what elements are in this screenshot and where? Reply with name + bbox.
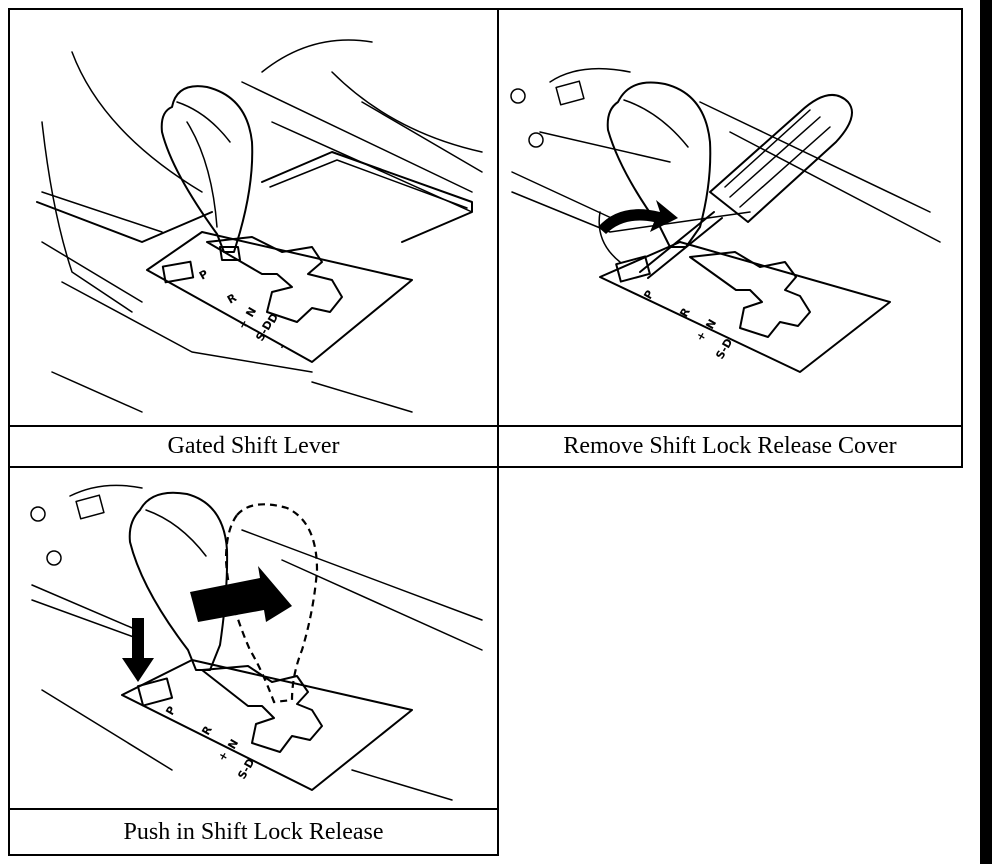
gate-label-n: N (703, 317, 719, 331)
page-edge (980, 0, 992, 864)
table-divider (8, 425, 963, 427)
illustration-remove-cover: P R + N S-D (500, 12, 960, 424)
gate-label-p: P (197, 267, 210, 282)
gate-label-p: P (641, 288, 656, 301)
table-divider (497, 8, 499, 468)
caption-push-release: Push in Shift Lock Release (123, 818, 384, 845)
gate-label-n: N (225, 737, 241, 751)
illustration-push-release: P R + N S-D (12, 470, 496, 806)
gate-label-r: R (677, 305, 693, 319)
caption-gated-shift-lever: Gated Shift Lever (167, 432, 340, 459)
gate-label-p: P (163, 704, 178, 717)
gate-label-n: N (243, 305, 259, 319)
figure-table-bottom (8, 466, 499, 856)
caption-remove-cover: Remove Shift Lock Release Cover (563, 432, 897, 459)
gate-label-plus: + (235, 317, 251, 331)
figure-table (8, 8, 963, 468)
gate-label-minus: - (275, 341, 289, 351)
gate-label-plus: + (215, 749, 231, 763)
gate-label-plus: + (693, 329, 709, 343)
table-divider (8, 808, 499, 810)
gate-label-r: R (225, 291, 239, 307)
illustration-gated-shift-lever: P R + N S-D D - (12, 12, 496, 424)
